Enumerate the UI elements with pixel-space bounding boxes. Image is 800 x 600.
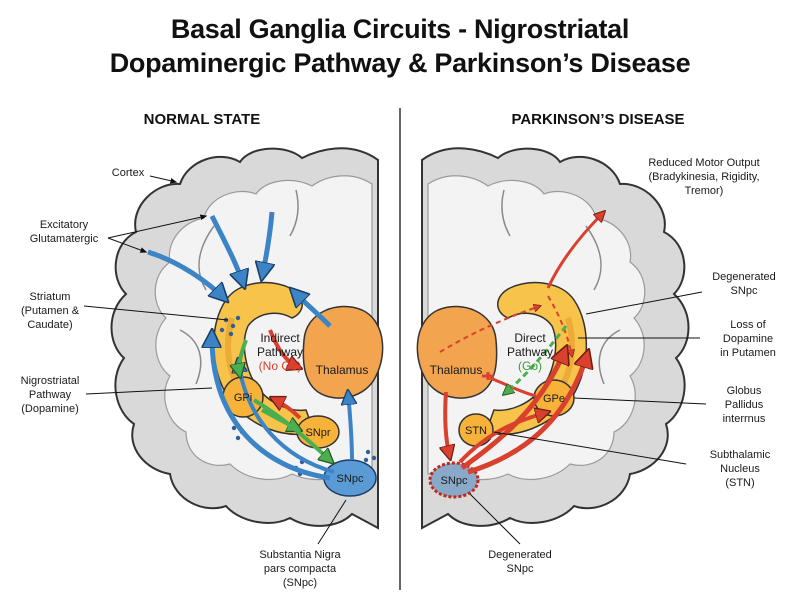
heading-parkinsons: PARKINSON’S DISEASE (511, 111, 684, 128)
right-label-globus-2: Pallidus (725, 399, 764, 411)
left-sulcus-3 (289, 189, 299, 237)
left-snpr-label: SNpr (305, 427, 330, 439)
right-snpc (428, 461, 480, 499)
left-label-striatum-2: (Putamen & (21, 305, 80, 317)
right-direct-line1: Direct (514, 331, 546, 345)
right-red-arrow-2 (467, 352, 588, 475)
right-label-degenerated-top-2: SNpc (731, 285, 758, 297)
left-nigrostriatal-arrow-1 (212, 332, 331, 481)
left-label-nigrostriatal-2: Pathway (29, 389, 72, 401)
right-label-loss-3: in Putamen (720, 347, 776, 359)
right-label-degenerated-top-1: Degenerated (712, 271, 776, 283)
heading-normal: NORMAL STATE (144, 111, 261, 128)
left-sulcus-1 (198, 225, 215, 291)
left-gpi-label: GPi (234, 392, 252, 404)
left-sulcus-2 (179, 329, 202, 385)
right-label-reduced-2: (Bradykinesia, Rigidity, (648, 171, 759, 183)
right-leader-lines (469, 291, 707, 545)
right-white-matter (427, 175, 646, 481)
left-label-striatum-3: Caudate) (27, 319, 72, 331)
left-indirect-line1: Indirect (260, 331, 300, 345)
left-thalamus-label: Thalamus (316, 363, 369, 377)
left-excitatory-arrow-1 (147, 249, 226, 300)
left-label-cortex: Cortex (112, 167, 145, 179)
right-label-reduced-1: Reduced Motor Output (648, 157, 759, 169)
left-snpc-label: SNpc (337, 473, 364, 485)
left-label-nigrostriatal-1: Nigrostriatal (21, 375, 80, 387)
right-label-loss-1: Loss of (730, 319, 766, 331)
left-label-nigrostriatal-3: (Dopamine) (21, 403, 78, 415)
left-label-snpc-1: Substantia Nigra (259, 549, 341, 561)
right-direct-line2: Pathway (507, 345, 553, 359)
right-label-subthalamic-3: (STN) (725, 477, 754, 489)
left-snpc-thalamus-arrow (348, 392, 352, 461)
left-white-matter (154, 175, 373, 481)
left-green-arrow-1 (239, 339, 248, 376)
title-line-2: Dopaminergic Pathway & Parkinson’s Disea… (109, 48, 691, 78)
right-label-globus-3: interrnus (723, 413, 766, 425)
left-excitatory-arrow-2 (209, 214, 244, 286)
right-snpc-label: SNpc (441, 475, 468, 487)
left-excitatory-arrow-3 (262, 211, 272, 278)
left-label-snpc-2: pars compacta (264, 563, 337, 575)
title-line-1: Basal Ganglia Circuits - Nigrostriatal (170, 14, 630, 44)
right-thalamus (416, 305, 498, 399)
right-hemisphere: Direct Pathway (Go) Thalamus GPe STN SNp… (416, 147, 690, 530)
right-go-text: (Go) (518, 359, 542, 373)
right-sulcus-3 (501, 189, 511, 237)
left-label-excitatory-2: Glutamatergic (30, 233, 99, 245)
left-label-striatum-1: Striatum (30, 291, 71, 303)
right-gpe-label: GPe (543, 393, 565, 405)
left-leader-lines (83, 175, 347, 545)
right-thalamus-snpc-arrow (445, 391, 450, 458)
left-hemisphere: Indirect Pathway (No Go) Thalamus GPi SN… (110, 147, 384, 530)
right-label-globus-1: Globus (727, 385, 762, 397)
right-dashed-green (504, 325, 568, 394)
right-reduced-output-arrow (546, 212, 604, 289)
right-stn-label: STN (465, 425, 487, 437)
right-label-degenerated-bottom-1: Degenerated (488, 549, 552, 561)
right-inhibit-marker (482, 372, 494, 380)
left-red-arrow-2 (272, 398, 302, 420)
right-label-reduced-3: Tremor) (685, 185, 724, 197)
right-sulcus-2 (598, 329, 621, 385)
right-sulcus-1 (585, 225, 602, 291)
left-label-snpc-3: (SNpc) (283, 577, 317, 589)
left-green-arrow-3 (252, 398, 332, 462)
left-label-excitatory-1: Excitatory (40, 219, 89, 231)
right-label-subthalamic-1: Subthalamic (710, 449, 771, 461)
right-thalamus-label: Thalamus (430, 363, 483, 377)
right-label-degenerated-bottom-2: SNpc (507, 563, 534, 575)
right-label-loss-2: Dopamine (723, 333, 773, 345)
left-thalamus (302, 305, 384, 399)
right-dashed-red-1 (439, 306, 540, 353)
left-nogo-text: (No Go) (259, 359, 302, 373)
right-label-subthalamic-2: Nucleus (720, 463, 760, 475)
left-red-arrow-1 (268, 329, 300, 368)
left-thalamus-cortex-arrow (292, 290, 332, 328)
right-red-arrow-3 (458, 412, 548, 464)
left-indirect-line2: Pathway (257, 345, 303, 359)
